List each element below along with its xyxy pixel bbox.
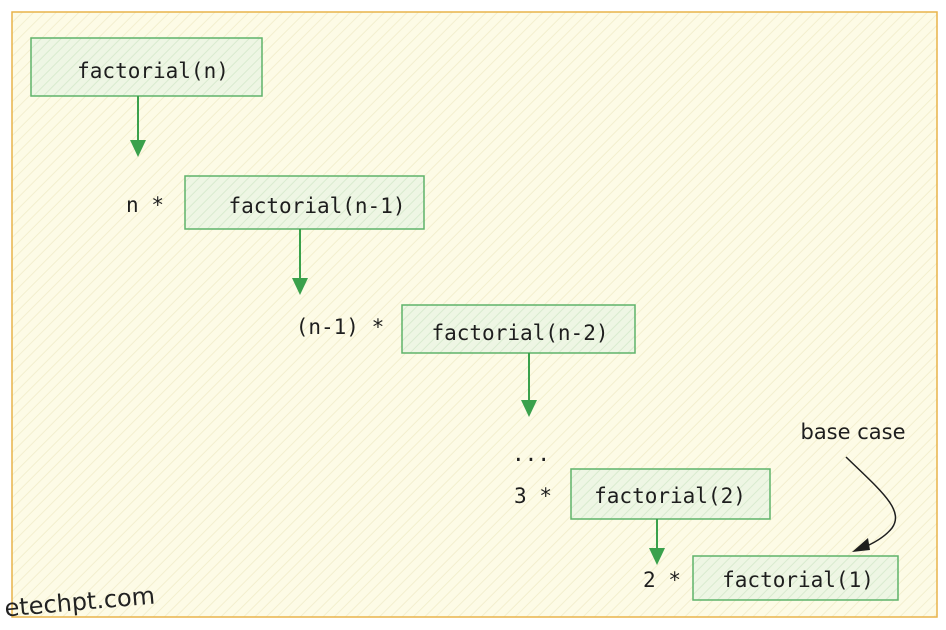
node-factorial-2: factorial(2) [570,468,771,520]
base-case-arrow [845,456,897,552]
node-label: factorial(n-2) [431,321,608,345]
arrow-3 [521,353,537,417]
node-factorial-n-1: factorial(n-1) [184,175,425,230]
node-label: factorial(1) [722,568,874,592]
node-prefix: n * [126,193,164,217]
node-factorial-1: factorial(1) [692,555,899,601]
node-label: factorial(n) [77,59,229,83]
node-prefix: 3 * [514,484,552,508]
node-prefix: (n-1) * [296,315,385,339]
node-factorial-n: factorial(n) [30,37,263,97]
arrow-2 [292,229,308,295]
arrow-4 [649,519,665,565]
node-factorial-n-2: factorial(n-2) [401,304,636,354]
node-prefix: 2 * [643,568,681,592]
ellipsis: ... [512,442,550,466]
arrow-1 [130,96,146,157]
base-case-label: base case [800,420,905,444]
node-label: factorial(n-1) [228,194,405,218]
node-label: factorial(2) [594,484,746,508]
